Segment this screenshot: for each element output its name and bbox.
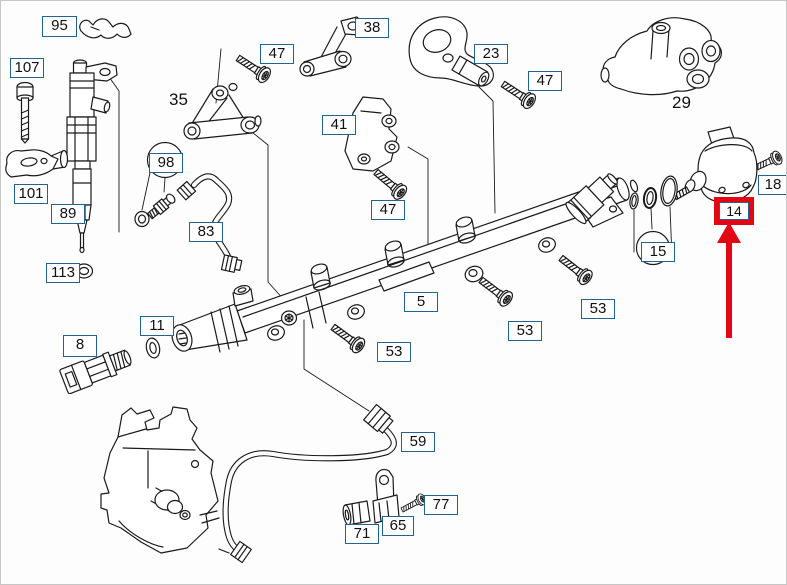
callout-38[interactable]: 38 <box>355 18 389 38</box>
callout-14[interactable]: 14 <box>719 202 749 220</box>
bolt-107-art <box>16 81 34 144</box>
callout-18[interactable]: 18 <box>758 175 786 195</box>
callout-101[interactable]: 101 <box>14 184 48 204</box>
bolt-47b-art <box>370 165 410 203</box>
callout-41[interactable]: 41 <box>322 115 356 135</box>
callout-71[interactable]: 71 <box>345 524 379 544</box>
callout-8[interactable]: 8 <box>63 335 97 357</box>
bracket-65-art <box>372 468 400 524</box>
callout-11[interactable]: 11 <box>140 316 174 336</box>
clamp-71-art <box>342 500 371 526</box>
callout-98[interactable]: 98 <box>149 153 183 173</box>
bracket-41-art <box>344 96 400 172</box>
callout-77[interactable]: 77 <box>424 495 458 515</box>
bolt-53c-art <box>555 250 596 288</box>
clip-95-art <box>79 18 132 39</box>
callout-53b[interactable]: 53 <box>508 321 542 341</box>
pressure-regulator-14-art <box>672 126 758 203</box>
callout-47c[interactable]: 47 <box>528 71 562 91</box>
label-29: 29 <box>672 93 691 112</box>
seal-ring-11-art <box>145 337 161 359</box>
callout-95[interactable]: 95 <box>42 16 77 37</box>
callout-89[interactable]: 89 <box>51 204 85 224</box>
bolt-53b-art <box>475 272 516 309</box>
callout-53a[interactable]: 53 <box>377 342 411 362</box>
callout-47a[interactable]: 47 <box>260 44 294 64</box>
bracket-29-art <box>600 17 722 96</box>
valve-98-art <box>134 193 176 228</box>
red-arrow-head-icon <box>717 222 741 243</box>
callout-15[interactable]: 15 <box>641 242 675 262</box>
high-pressure-pump-art <box>100 406 220 554</box>
highlight-box-14[interactable]: 14 <box>714 197 754 225</box>
seal-rings-15-art <box>629 175 678 210</box>
callout-59[interactable]: 59 <box>401 432 435 452</box>
rail-mount-lugs <box>267 237 556 341</box>
bracket-23-art <box>408 16 494 87</box>
callout-107[interactable]: 107 <box>10 58 44 78</box>
red-arrow-shaft-icon <box>726 241 732 338</box>
bracket-101-art <box>5 149 69 178</box>
callout-65[interactable]: 65 <box>382 516 414 536</box>
bolt-53a-art <box>327 319 368 356</box>
callout-5[interactable]: 5 <box>404 292 438 312</box>
callout-53c[interactable]: 53 <box>581 299 615 319</box>
callout-113[interactable]: 113 <box>46 263 80 283</box>
callout-23[interactable]: 23 <box>474 44 508 64</box>
callout-83[interactable]: 83 <box>189 222 223 242</box>
label-35: 35 <box>169 90 188 109</box>
leader-lines <box>106 48 673 412</box>
fuel-rail-art <box>171 173 639 353</box>
rail-sensor-art <box>565 173 624 228</box>
bracket-35-art <box>183 82 262 140</box>
pressure-sensor-8-art <box>59 349 132 395</box>
pipe-59-art <box>218 403 397 564</box>
rail-ports <box>310 216 476 291</box>
callout-47b[interactable]: 47 <box>371 200 405 220</box>
